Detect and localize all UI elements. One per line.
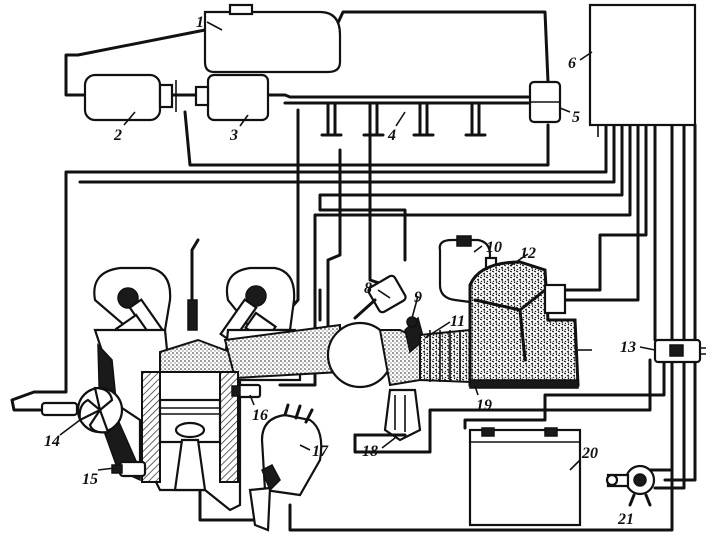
label-20: 20 [581,445,598,462]
label-8: 8 [364,280,372,297]
wiring-harness [10,123,697,532]
label-18: 18 [362,443,378,460]
label-11: 11 [450,313,465,330]
ignition-distributor [248,403,323,532]
cold-start-valve [353,274,407,320]
label-13: 13 [620,339,636,356]
label-1: 1 [196,14,204,31]
control-unit [588,3,697,137]
air-flow-meter [419,260,592,389]
label-12: 12 [520,245,536,262]
label-15: 15 [82,471,98,488]
label-21: 21 [617,511,634,528]
engine [93,238,341,512]
label-19: 19 [476,397,492,414]
battery [468,427,582,527]
label-4: 4 [387,127,396,144]
relay [653,338,706,364]
callout-labels: 1 2 3 4 5 6 8 9 10 11 12 13 14 15 16 17 … [44,14,636,528]
temperature-sensor [231,383,262,399]
fuel-pump [83,73,177,122]
label-14: 14 [44,433,60,450]
auxiliary-air-valve [40,386,124,434]
label-2: 2 [113,127,122,144]
fuel-tank [203,3,342,74]
pressure-regulator [528,80,562,124]
label-17: 17 [312,443,329,460]
label-9: 9 [414,289,422,306]
fuel-filter [194,73,270,122]
label-5: 5 [572,109,580,126]
auxiliary-air-unit [353,388,422,442]
leader-lines [59,21,656,506]
label-6: 6 [568,55,576,72]
label-3: 3 [229,127,238,144]
label-16: 16 [252,407,268,424]
label-10: 10 [486,239,502,256]
ignition-switch [605,464,656,507]
thermo-time-switch [111,460,147,478]
